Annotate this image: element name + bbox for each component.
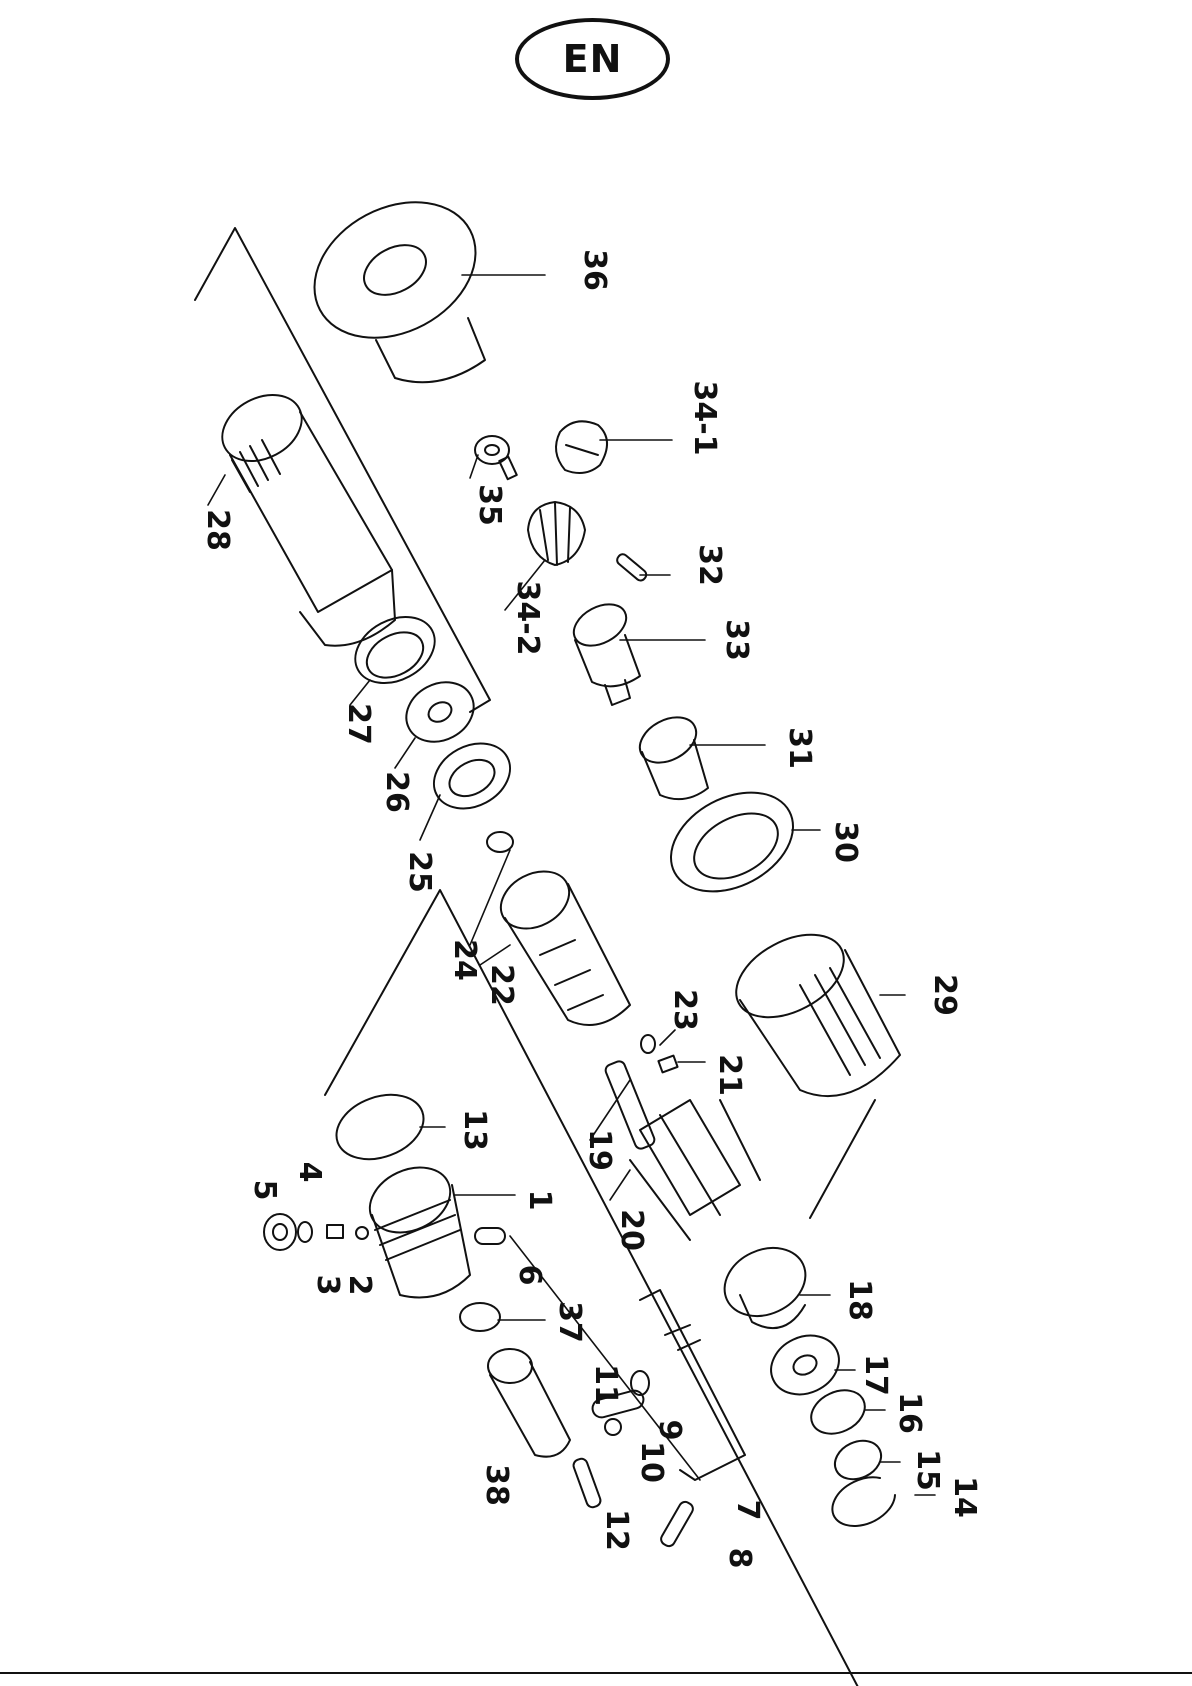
callout-14: 14 bbox=[947, 1476, 982, 1518]
group-bracket-middle bbox=[325, 890, 870, 1686]
callout-15: 15 bbox=[910, 1449, 945, 1491]
callout-20: 20 bbox=[614, 1209, 649, 1251]
part-4-washer bbox=[298, 1222, 312, 1242]
callout-13: 13 bbox=[457, 1109, 492, 1151]
part-17-bearing bbox=[761, 1325, 848, 1405]
callout-35: 35 bbox=[472, 484, 507, 526]
part-13-o-ring bbox=[327, 1083, 432, 1170]
callout-10: 10 bbox=[634, 1441, 669, 1483]
part-21-key bbox=[658, 1056, 677, 1073]
callout-6: 6 bbox=[512, 1265, 547, 1286]
callout-38: 38 bbox=[479, 1464, 514, 1506]
part-32-pin bbox=[615, 552, 648, 582]
part-28-housing-tube bbox=[211, 382, 395, 646]
part-34-1-collet-nut bbox=[556, 421, 607, 473]
callout-30: 30 bbox=[828, 821, 863, 863]
part-34-2-collet bbox=[528, 502, 585, 565]
callout-27: 27 bbox=[341, 703, 376, 745]
callout-36: 36 bbox=[577, 249, 612, 291]
part-3-spring bbox=[327, 1225, 343, 1238]
part-5-cap bbox=[264, 1214, 296, 1250]
part-36-flange-cover bbox=[291, 175, 499, 382]
part-38-air-inlet bbox=[488, 1349, 570, 1457]
part-37-o-ring bbox=[460, 1303, 500, 1331]
part-2-ball bbox=[356, 1227, 368, 1239]
callout-34-2: 34-2 bbox=[510, 580, 545, 655]
callout-16: 16 bbox=[892, 1392, 927, 1434]
part-33-spindle bbox=[567, 596, 640, 705]
part-18-rear-plate bbox=[713, 1235, 816, 1329]
callout-12: 12 bbox=[599, 1509, 634, 1551]
part-24-washer bbox=[487, 832, 513, 852]
callout-26: 26 bbox=[379, 771, 414, 813]
callout-29: 29 bbox=[927, 974, 962, 1016]
callout-25: 25 bbox=[402, 851, 437, 893]
part-10-ball bbox=[605, 1419, 621, 1435]
callout-24: 24 bbox=[447, 939, 482, 981]
part-27-seal-ring bbox=[344, 604, 446, 696]
page-bottom-rule bbox=[0, 1672, 1192, 1674]
callout-31: 31 bbox=[782, 727, 817, 769]
callout-37: 37 bbox=[552, 1301, 587, 1343]
callout-17: 17 bbox=[858, 1354, 893, 1396]
part-31-bushing bbox=[632, 708, 708, 799]
part-29-grip-sleeve bbox=[722, 918, 900, 1096]
callout-5: 5 bbox=[247, 1180, 282, 1201]
callout-33: 33 bbox=[719, 619, 754, 661]
callout-18: 18 bbox=[842, 1279, 877, 1321]
callout-32: 32 bbox=[692, 544, 727, 586]
callout-34-1: 34-1 bbox=[687, 380, 722, 455]
part-8-pin bbox=[659, 1500, 695, 1549]
callout-4: 4 bbox=[292, 1162, 327, 1183]
part-12-pin bbox=[572, 1457, 602, 1509]
callout-2: 2 bbox=[342, 1275, 377, 1296]
part-35-bolt bbox=[475, 436, 517, 479]
part-14-circlip bbox=[832, 1477, 895, 1526]
part-25-bearing-housing bbox=[423, 731, 522, 822]
callout-1: 1 bbox=[522, 1190, 557, 1211]
part-23-pin bbox=[641, 1035, 655, 1053]
callout-19: 19 bbox=[582, 1129, 617, 1171]
group-bracket-right bbox=[810, 1100, 875, 1218]
callout-labels: 3634-13534-23233282726313025242223212913… bbox=[200, 249, 982, 1568]
part-30-ring-nut bbox=[654, 773, 810, 912]
callout-11: 11 bbox=[588, 1364, 623, 1406]
callout-23: 23 bbox=[667, 989, 702, 1031]
callout-8: 8 bbox=[722, 1548, 757, 1569]
callout-22: 22 bbox=[484, 964, 519, 1006]
part-6-pin bbox=[475, 1228, 505, 1244]
callout-9: 9 bbox=[652, 1420, 687, 1441]
callout-3: 3 bbox=[310, 1275, 345, 1296]
callout-7: 7 bbox=[730, 1500, 765, 1521]
callout-21: 21 bbox=[712, 1054, 747, 1096]
callout-28: 28 bbox=[200, 509, 235, 551]
